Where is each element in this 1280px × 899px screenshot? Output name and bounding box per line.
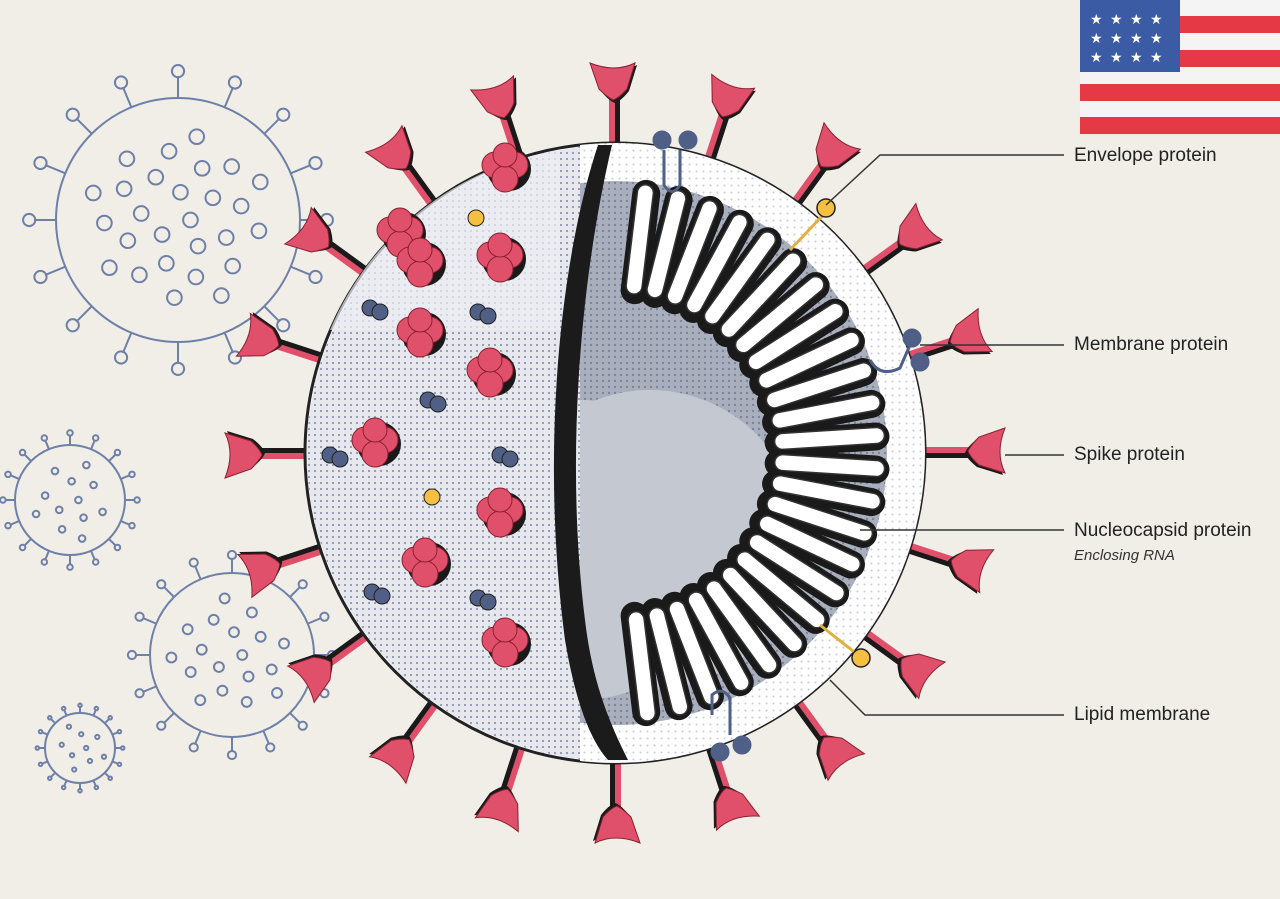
label-envelope-protein: Envelope protein	[1074, 145, 1217, 167]
virus-outline-icon	[36, 704, 125, 793]
svg-text:★: ★	[1110, 12, 1123, 28]
label-membrane-protein: Membrane protein	[1074, 334, 1228, 356]
virus-outline-icon	[128, 551, 336, 759]
label-nucleocapsid-protein: Nucleocapsid protein	[1074, 520, 1251, 542]
virus-outline-icon	[0, 430, 140, 570]
svg-text:★: ★	[1110, 31, 1123, 47]
label-spike-protein: Spike protein	[1074, 444, 1185, 466]
svg-text:★: ★	[1110, 50, 1123, 66]
us-flag-icon: ★ ★ ★ ★ ★ ★ ★ ★ ★ ★ ★ ★	[1080, 0, 1280, 134]
svg-text:★: ★	[1130, 12, 1143, 28]
virus-outline-icon	[23, 65, 333, 375]
svg-text:★: ★	[1130, 50, 1143, 66]
svg-text:★: ★	[1090, 31, 1103, 47]
svg-text:★: ★	[1090, 12, 1103, 28]
svg-text:★: ★	[1090, 50, 1103, 66]
svg-text:★: ★	[1150, 50, 1163, 66]
svg-text:★: ★	[1150, 12, 1163, 28]
small-virus-group	[0, 65, 336, 792]
label-lipid-membrane: Lipid membrane	[1074, 704, 1210, 726]
label-enclosing-rna: Enclosing RNA	[1074, 547, 1175, 564]
svg-text:★: ★	[1150, 31, 1163, 47]
svg-text:★: ★	[1130, 31, 1143, 47]
